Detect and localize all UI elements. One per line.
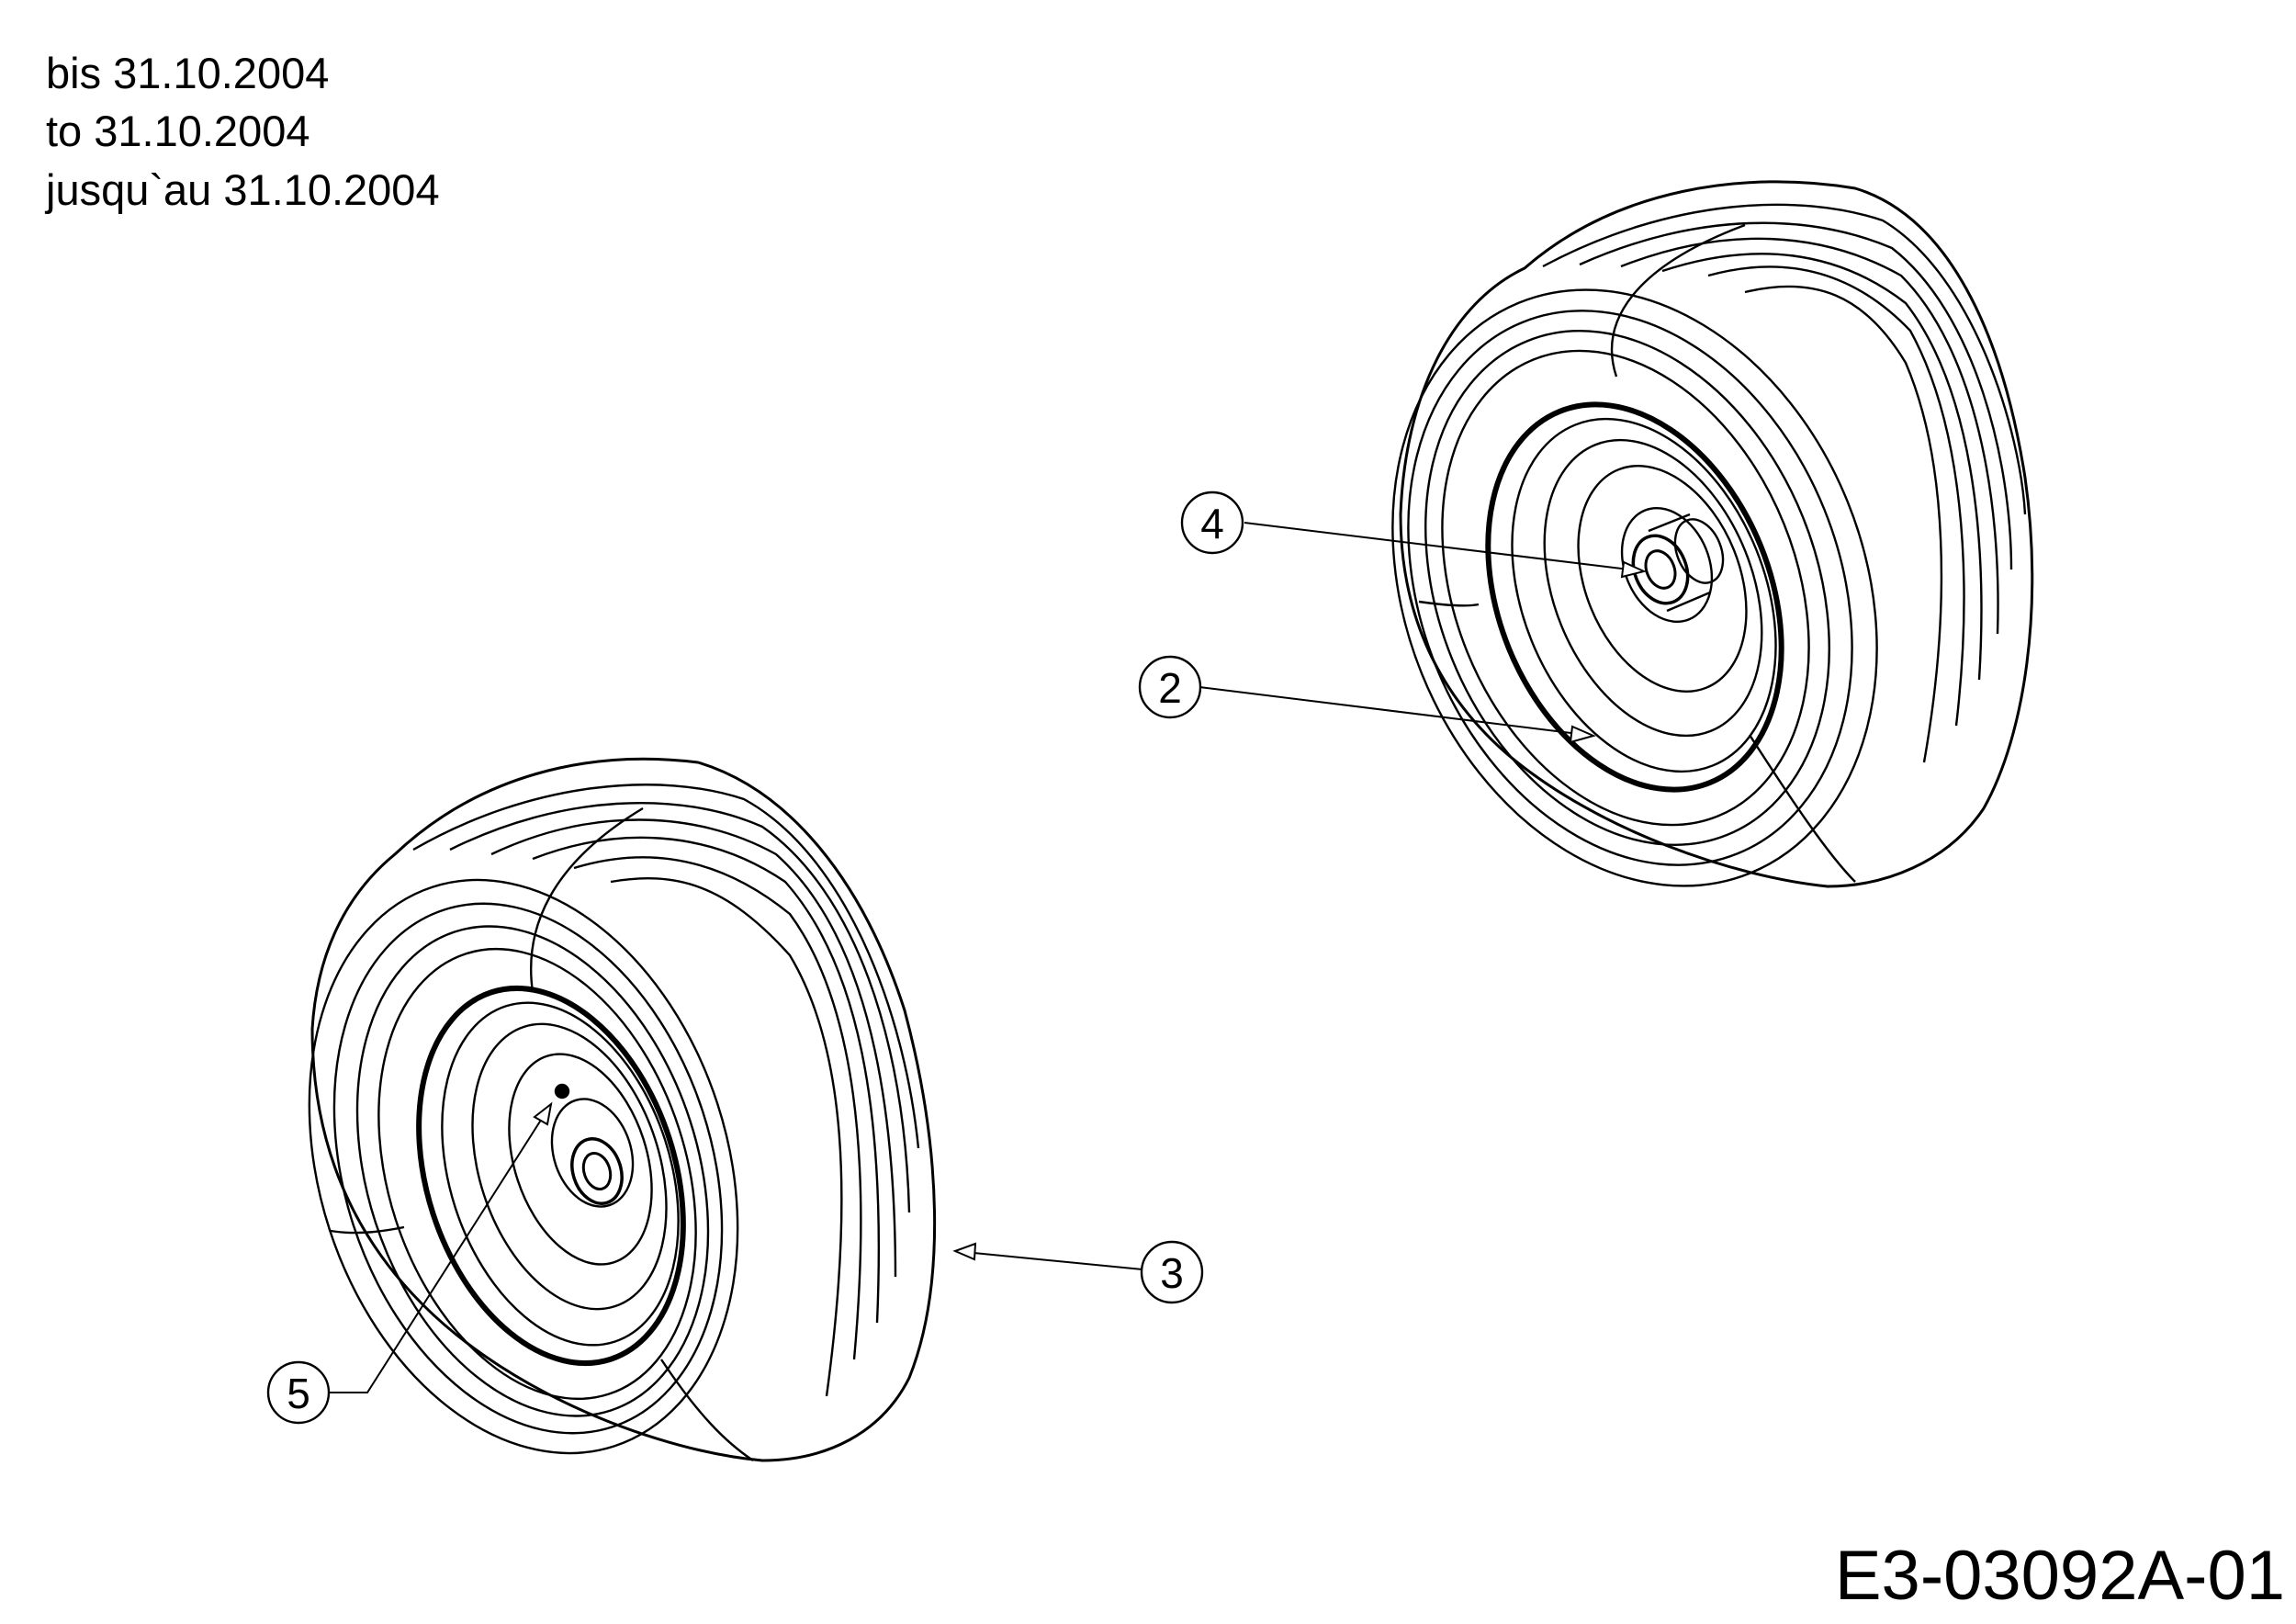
leader-line-5 — [328, 1103, 552, 1393]
callout-4: 4 — [1180, 491, 1244, 555]
callout-3: 3 — [1140, 1240, 1204, 1304]
validity-note-french: jusqu`au 31.10.2004 — [46, 165, 440, 214]
leader-arrow-2 — [1569, 725, 1596, 744]
left-wheel-assembly — [308, 757, 937, 1462]
leader-arrow-3 — [952, 1242, 977, 1261]
left-tire — [308, 757, 937, 1462]
leader-lines — [328, 522, 1648, 1393]
left-hub-bearing — [550, 1083, 635, 1208]
drawing-code: E3-03092A-01 — [1834, 1537, 2285, 1615]
callout-label-4: 4 — [1200, 500, 1224, 547]
valve-stem — [554, 1083, 570, 1100]
leader-line-4 — [1244, 522, 1645, 572]
right-hub-bearing — [1620, 507, 1725, 623]
leader-line-3 — [954, 1250, 1143, 1270]
leader-line-2 — [1199, 686, 1594, 737]
left-rim — [416, 985, 686, 1367]
callout-label-3: 3 — [1160, 1249, 1184, 1297]
validity-note-german: bis 31.10.2004 — [46, 49, 330, 97]
callout-label-2: 2 — [1158, 664, 1182, 712]
right-rim — [1485, 401, 1784, 793]
right-tire — [1391, 180, 2034, 888]
callout-2: 2 — [1138, 655, 1202, 719]
leader-arrow-5 — [533, 1101, 553, 1126]
callout-label-5: 5 — [287, 1370, 310, 1417]
right-wheel-assembly — [1391, 180, 2034, 888]
leader-arrow-4 — [1620, 560, 1648, 579]
callout-5: 5 — [266, 1360, 331, 1425]
validity-note-english: to 31.10.2004 — [46, 107, 310, 155]
